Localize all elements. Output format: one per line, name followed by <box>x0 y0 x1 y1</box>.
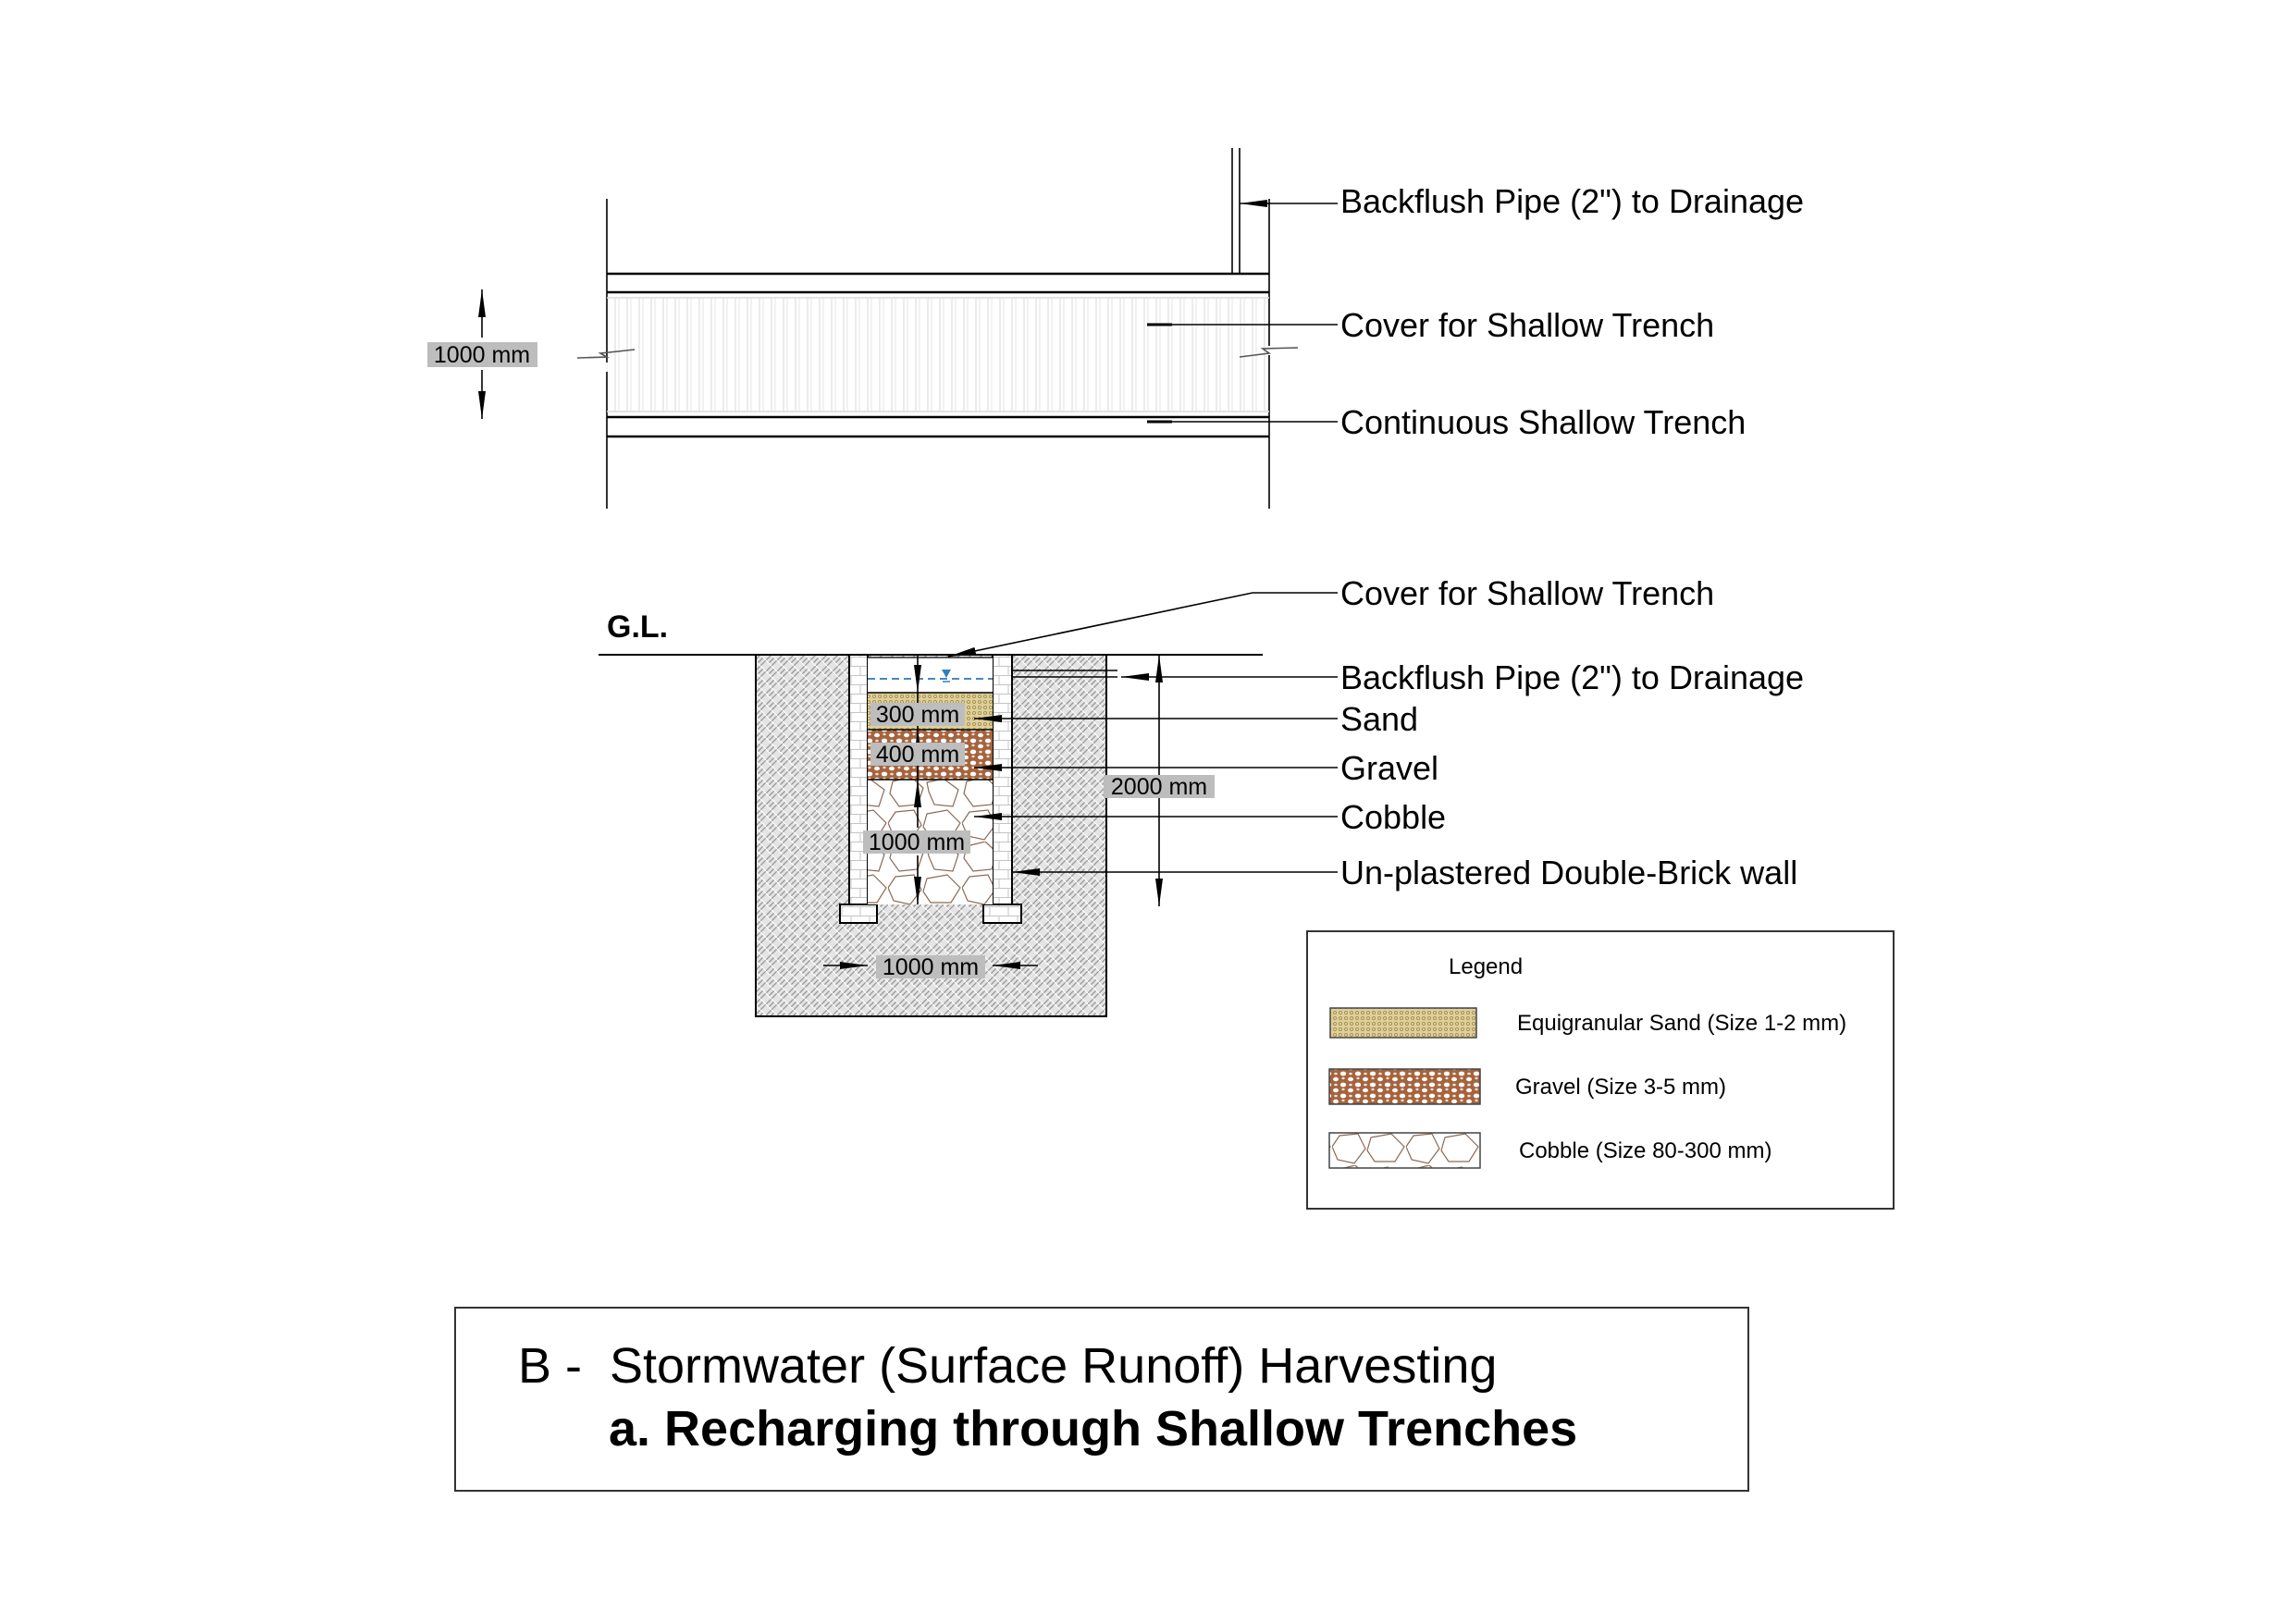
plan-dimension-bg <box>427 342 537 367</box>
label-backflush-pipe-plan: Backflush Pipe (2") to Drainage <box>1340 182 1804 220</box>
title-box <box>454 1307 1749 1492</box>
label-brick-wall: Un-plastered Double-Brick wall <box>1340 854 1797 891</box>
footing-right <box>982 904 1022 924</box>
title-block: B - Stormwater (Surface Runoff) Harvesti… <box>454 1307 1749 1492</box>
legend-label-cobble: Cobble (Size 80-300 mm) <box>1519 1138 1771 1163</box>
cobble-depth-dimension: 1000 mm <box>869 830 965 855</box>
trench-outline <box>606 199 1270 509</box>
brick-wall-left <box>848 654 869 905</box>
label-continuous-trench: Continuous Shallow Trench <box>1340 403 1746 441</box>
brick-wall-right <box>992 654 1013 905</box>
width-dimension: 1000 mm <box>883 954 979 980</box>
legend-swatch-gravel <box>1328 1068 1481 1105</box>
legend-title: Legend <box>1449 954 1523 979</box>
break-symbol-left <box>576 349 636 359</box>
gravel-depth-dimension: 400 mm <box>876 742 959 768</box>
label-trench-cover-plan: Cover for Shallow Trench <box>1340 306 1714 344</box>
sand-depth-dimension: 300 mm <box>876 702 959 728</box>
open-space <box>868 658 993 693</box>
leader-cover <box>947 592 1338 658</box>
label-gravel: Gravel <box>1340 749 1438 787</box>
label-cobble: Cobble <box>1340 798 1446 836</box>
plan-width-dimension: 1000 mm <box>434 342 530 368</box>
water-level-icon <box>942 670 951 678</box>
legend-label-gravel: Gravel (Size 3-5 mm) <box>1515 1075 1726 1100</box>
legend-swatch-sand <box>1329 1007 1477 1039</box>
legend: Legend Equigranular Sand (Size 1-2 mm) G… <box>1306 930 1895 1210</box>
footing-left <box>839 904 878 924</box>
label-cover-section: Cover for Shallow Trench <box>1340 574 1714 612</box>
label-backflush-section: Backflush Pipe (2") to Drainage <box>1340 658 1804 696</box>
label-sand: Sand <box>1340 700 1418 738</box>
title-line-1: B - Stormwater (Surface Runoff) Harvesti… <box>518 1338 1497 1394</box>
legend-swatch-cobble <box>1328 1132 1481 1169</box>
trench-cover-hatch <box>607 298 1269 412</box>
section-view: G.L. 300 mm 400 mm 1000 mm 2000 mm 1000 … <box>599 574 1804 1017</box>
plan-view: 1000 mm Backflush Pipe (2") to Drainage … <box>427 148 1804 509</box>
title-line-2: a. Recharging through Shallow Trenches <box>609 1401 1577 1457</box>
break-symbol-right <box>1239 347 1299 358</box>
ground-level-label: G.L. <box>607 609 668 645</box>
total-depth-dimension: 2000 mm <box>1111 774 1207 800</box>
legend-label-sand: Equigranular Sand (Size 1-2 mm) <box>1517 1011 1846 1036</box>
